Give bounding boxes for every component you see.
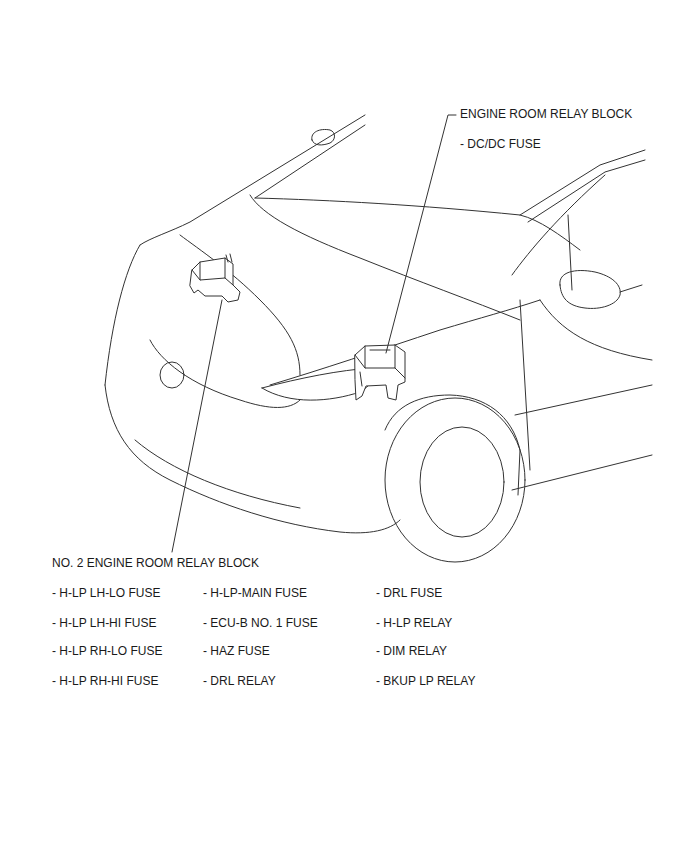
window-line (568, 215, 572, 290)
part-label: - BKUP LP RELAY (376, 674, 475, 688)
relay-block (355, 345, 405, 400)
relay-block (190, 258, 240, 302)
part-label: - DC/DC FUSE (460, 137, 541, 151)
part-label: - H-LP RH-HI FUSE (52, 674, 158, 688)
part-label: - HAZ FUSE (203, 644, 270, 658)
body-edge (140, 115, 365, 245)
mirror-right (560, 271, 620, 309)
part-label: - H-LP LH-LO FUSE (52, 586, 160, 600)
part-label: - H-LP-MAIN FUSE (203, 586, 307, 600)
side-line (512, 455, 652, 490)
part-label: - DRL RELAY (203, 674, 276, 688)
relay-block-detail (355, 345, 405, 386)
hood-edge (180, 235, 300, 375)
part-label: - H-LP RH-LO FUSE (52, 644, 162, 658)
fog-lamp (160, 362, 184, 388)
wheel-arch (385, 395, 520, 495)
leader-line (172, 300, 222, 552)
part-label: - ECU-B NO. 1 FUSE (203, 616, 318, 630)
windshield (255, 198, 580, 250)
windshield-pillar (528, 160, 645, 222)
side-line (540, 300, 652, 360)
wheel-rim (420, 427, 504, 537)
grille (150, 340, 300, 408)
part-label: - H-LP LH-HI FUSE (52, 616, 156, 630)
door-line (520, 300, 530, 470)
mirror-arm (620, 285, 642, 292)
side-line (515, 385, 652, 415)
leader-line (386, 115, 456, 353)
part-label: - H-LP RELAY (376, 616, 452, 630)
windshield-pillar (520, 150, 645, 215)
front-bumper (135, 440, 300, 508)
wheel (385, 398, 525, 562)
part-label: - DIM RELAY (376, 644, 447, 658)
block-name: NO. 2 ENGINE ROOM RELAY BLOCK (52, 556, 259, 570)
block-name: ENGINE ROOM RELAY BLOCK (460, 107, 632, 121)
part-label: - DRL FUSE (376, 586, 442, 600)
body-edge (255, 125, 365, 198)
relay-block-detail (192, 254, 233, 285)
mirror-left (312, 129, 335, 144)
hood-front (105, 245, 140, 385)
front-bumper (105, 385, 400, 533)
hood-edge (250, 195, 520, 320)
door-line (512, 175, 605, 275)
